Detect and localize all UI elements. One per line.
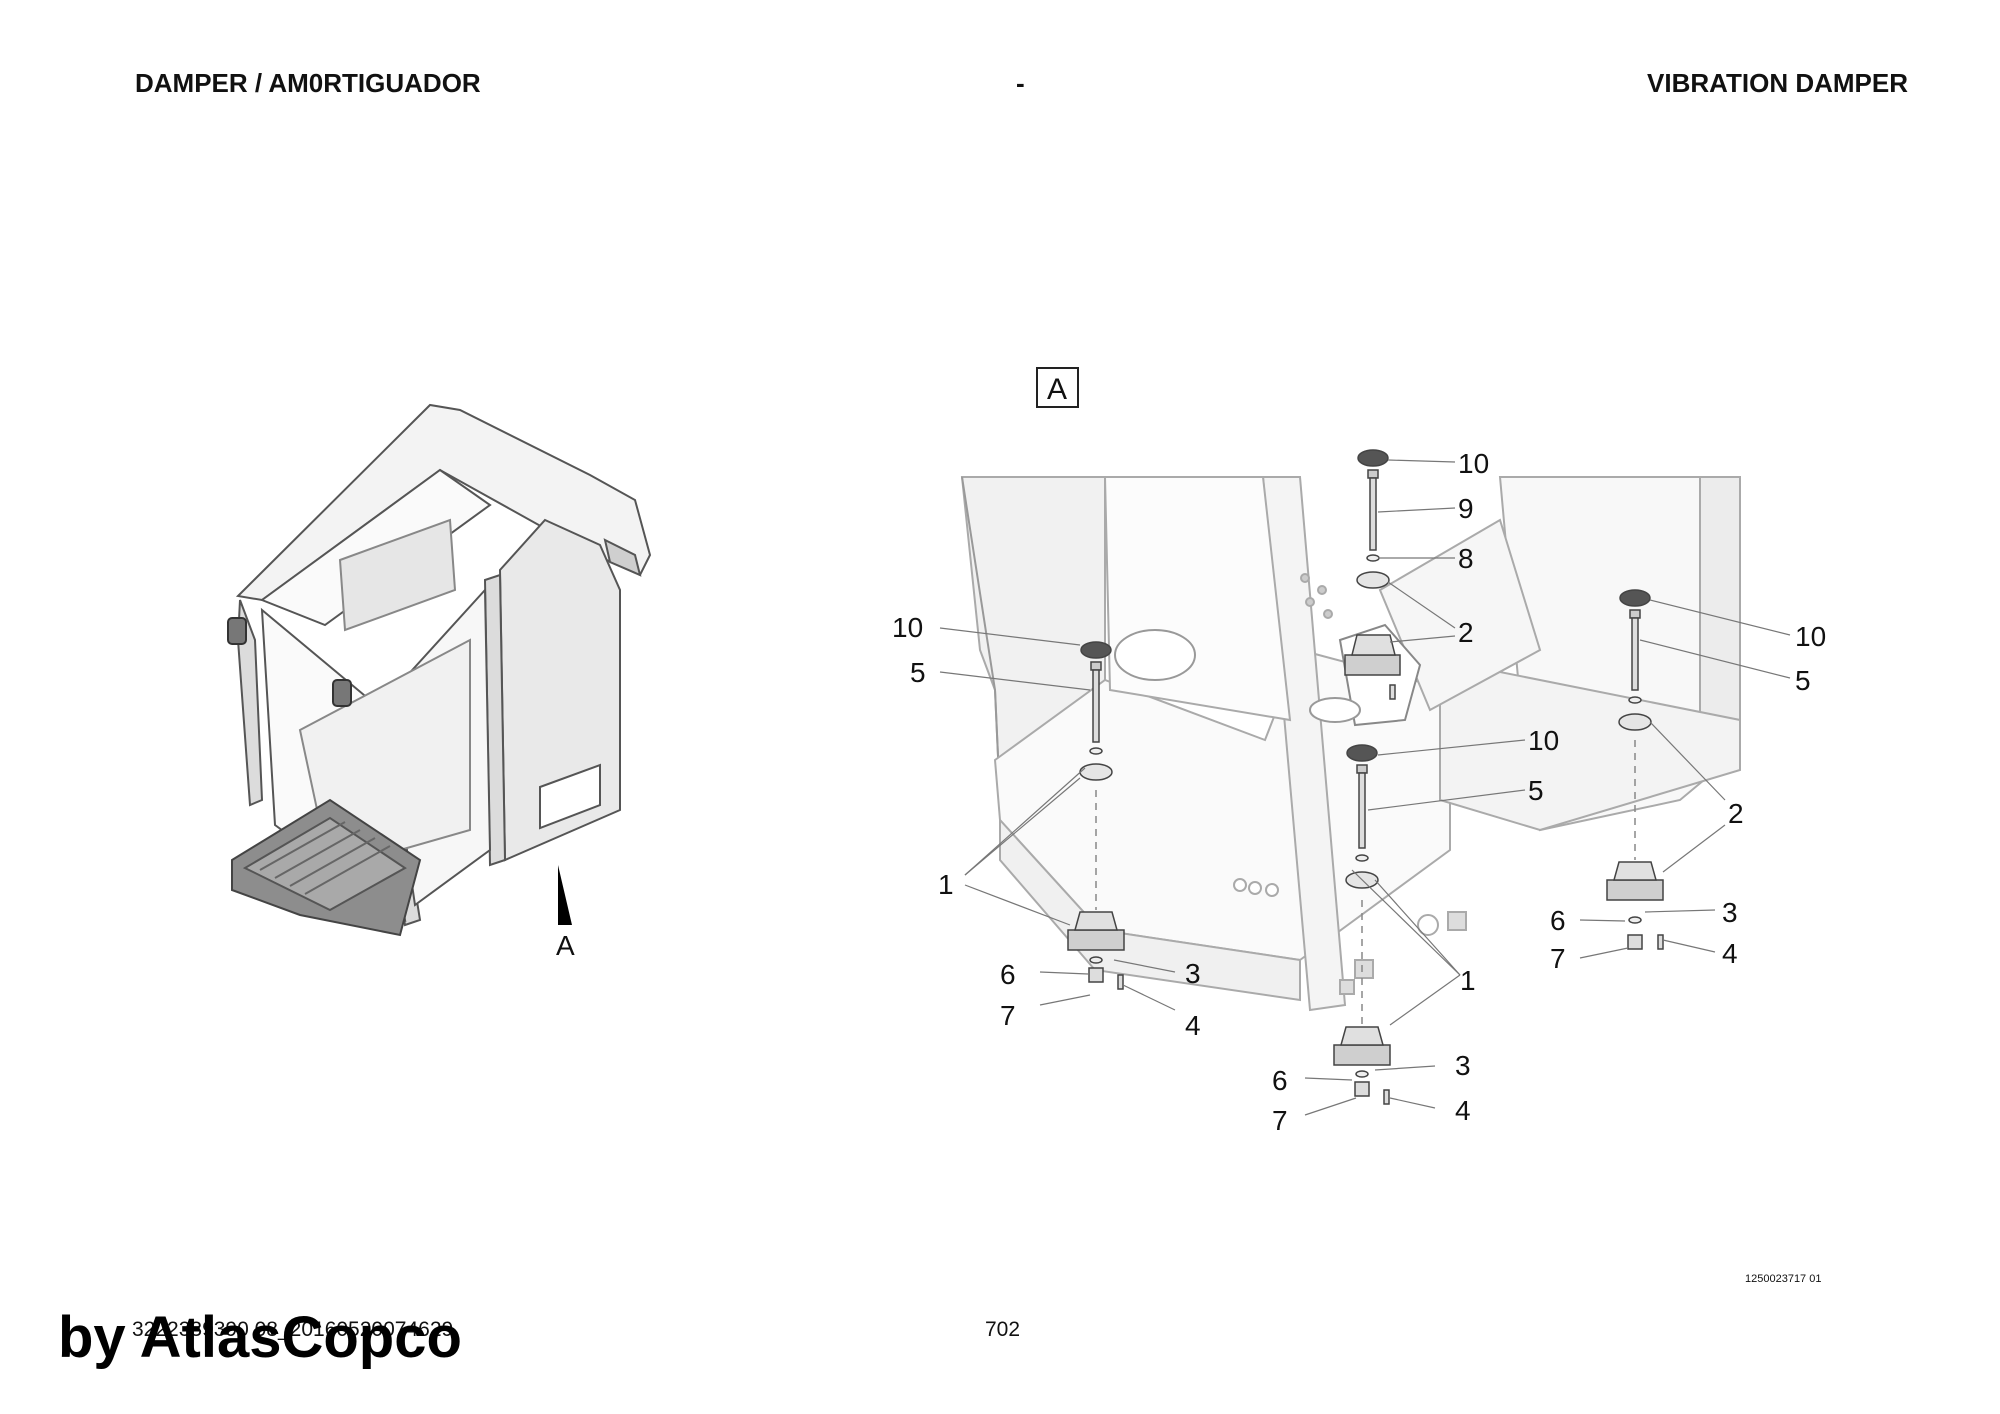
header-title-right: VIBRATION DAMPER xyxy=(1647,68,1908,98)
cab-overview-illustration xyxy=(227,403,652,937)
callout-10: 10 xyxy=(1795,621,1826,652)
drawing-code: 1250023717 01 xyxy=(1745,1273,1822,1285)
view-arrow xyxy=(558,865,572,925)
callout-6: 6 xyxy=(1000,959,1016,990)
callout-10: 10 xyxy=(1458,448,1489,479)
leader-lines xyxy=(939,459,1791,1116)
alignment-dashes xyxy=(1095,740,1636,1025)
callout-7: 7 xyxy=(1272,1105,1288,1136)
view-label-a: A xyxy=(556,930,575,961)
damper-stack-top-centre xyxy=(1344,449,1401,700)
callout-2: 2 xyxy=(1458,617,1474,648)
header-title-left: DAMPER / AM0RTIGUADOR xyxy=(135,68,481,98)
document-number: 3222339390 08_20160520074629 xyxy=(132,1318,454,1341)
callout-9: 9 xyxy=(1458,493,1474,524)
page-number: 702 xyxy=(985,1318,1021,1341)
callout-8: 8 xyxy=(1458,543,1474,574)
callout-3: 3 xyxy=(1455,1050,1471,1081)
callout-5: 5 xyxy=(1795,665,1811,696)
damper-stack-right xyxy=(1606,589,1664,950)
callout-7: 7 xyxy=(1000,1000,1016,1031)
callout-5: 5 xyxy=(910,657,926,688)
detail-box-label: A xyxy=(1047,373,1067,406)
header-separator: - xyxy=(1016,68,1025,98)
watermark: by AtlasCopco xyxy=(58,1305,462,1370)
callout-10: 10 xyxy=(892,612,923,643)
callout-4: 4 xyxy=(1722,938,1738,969)
callout-1: 1 xyxy=(1460,965,1476,996)
detail-box-a xyxy=(1036,367,1079,408)
callout-10: 10 xyxy=(1528,725,1559,756)
damper-stack-left xyxy=(1067,641,1125,990)
callout-2: 2 xyxy=(1728,798,1744,829)
callout-1: 1 xyxy=(938,869,954,900)
callout-3: 3 xyxy=(1185,958,1201,989)
callout-7: 7 xyxy=(1550,943,1566,974)
callout-6: 6 xyxy=(1550,905,1566,936)
callout-4: 4 xyxy=(1455,1095,1471,1126)
callout-3: 3 xyxy=(1722,897,1738,928)
callout-4: 4 xyxy=(1185,1010,1201,1041)
callout-6: 6 xyxy=(1272,1065,1288,1096)
callout-5: 5 xyxy=(1528,775,1544,806)
